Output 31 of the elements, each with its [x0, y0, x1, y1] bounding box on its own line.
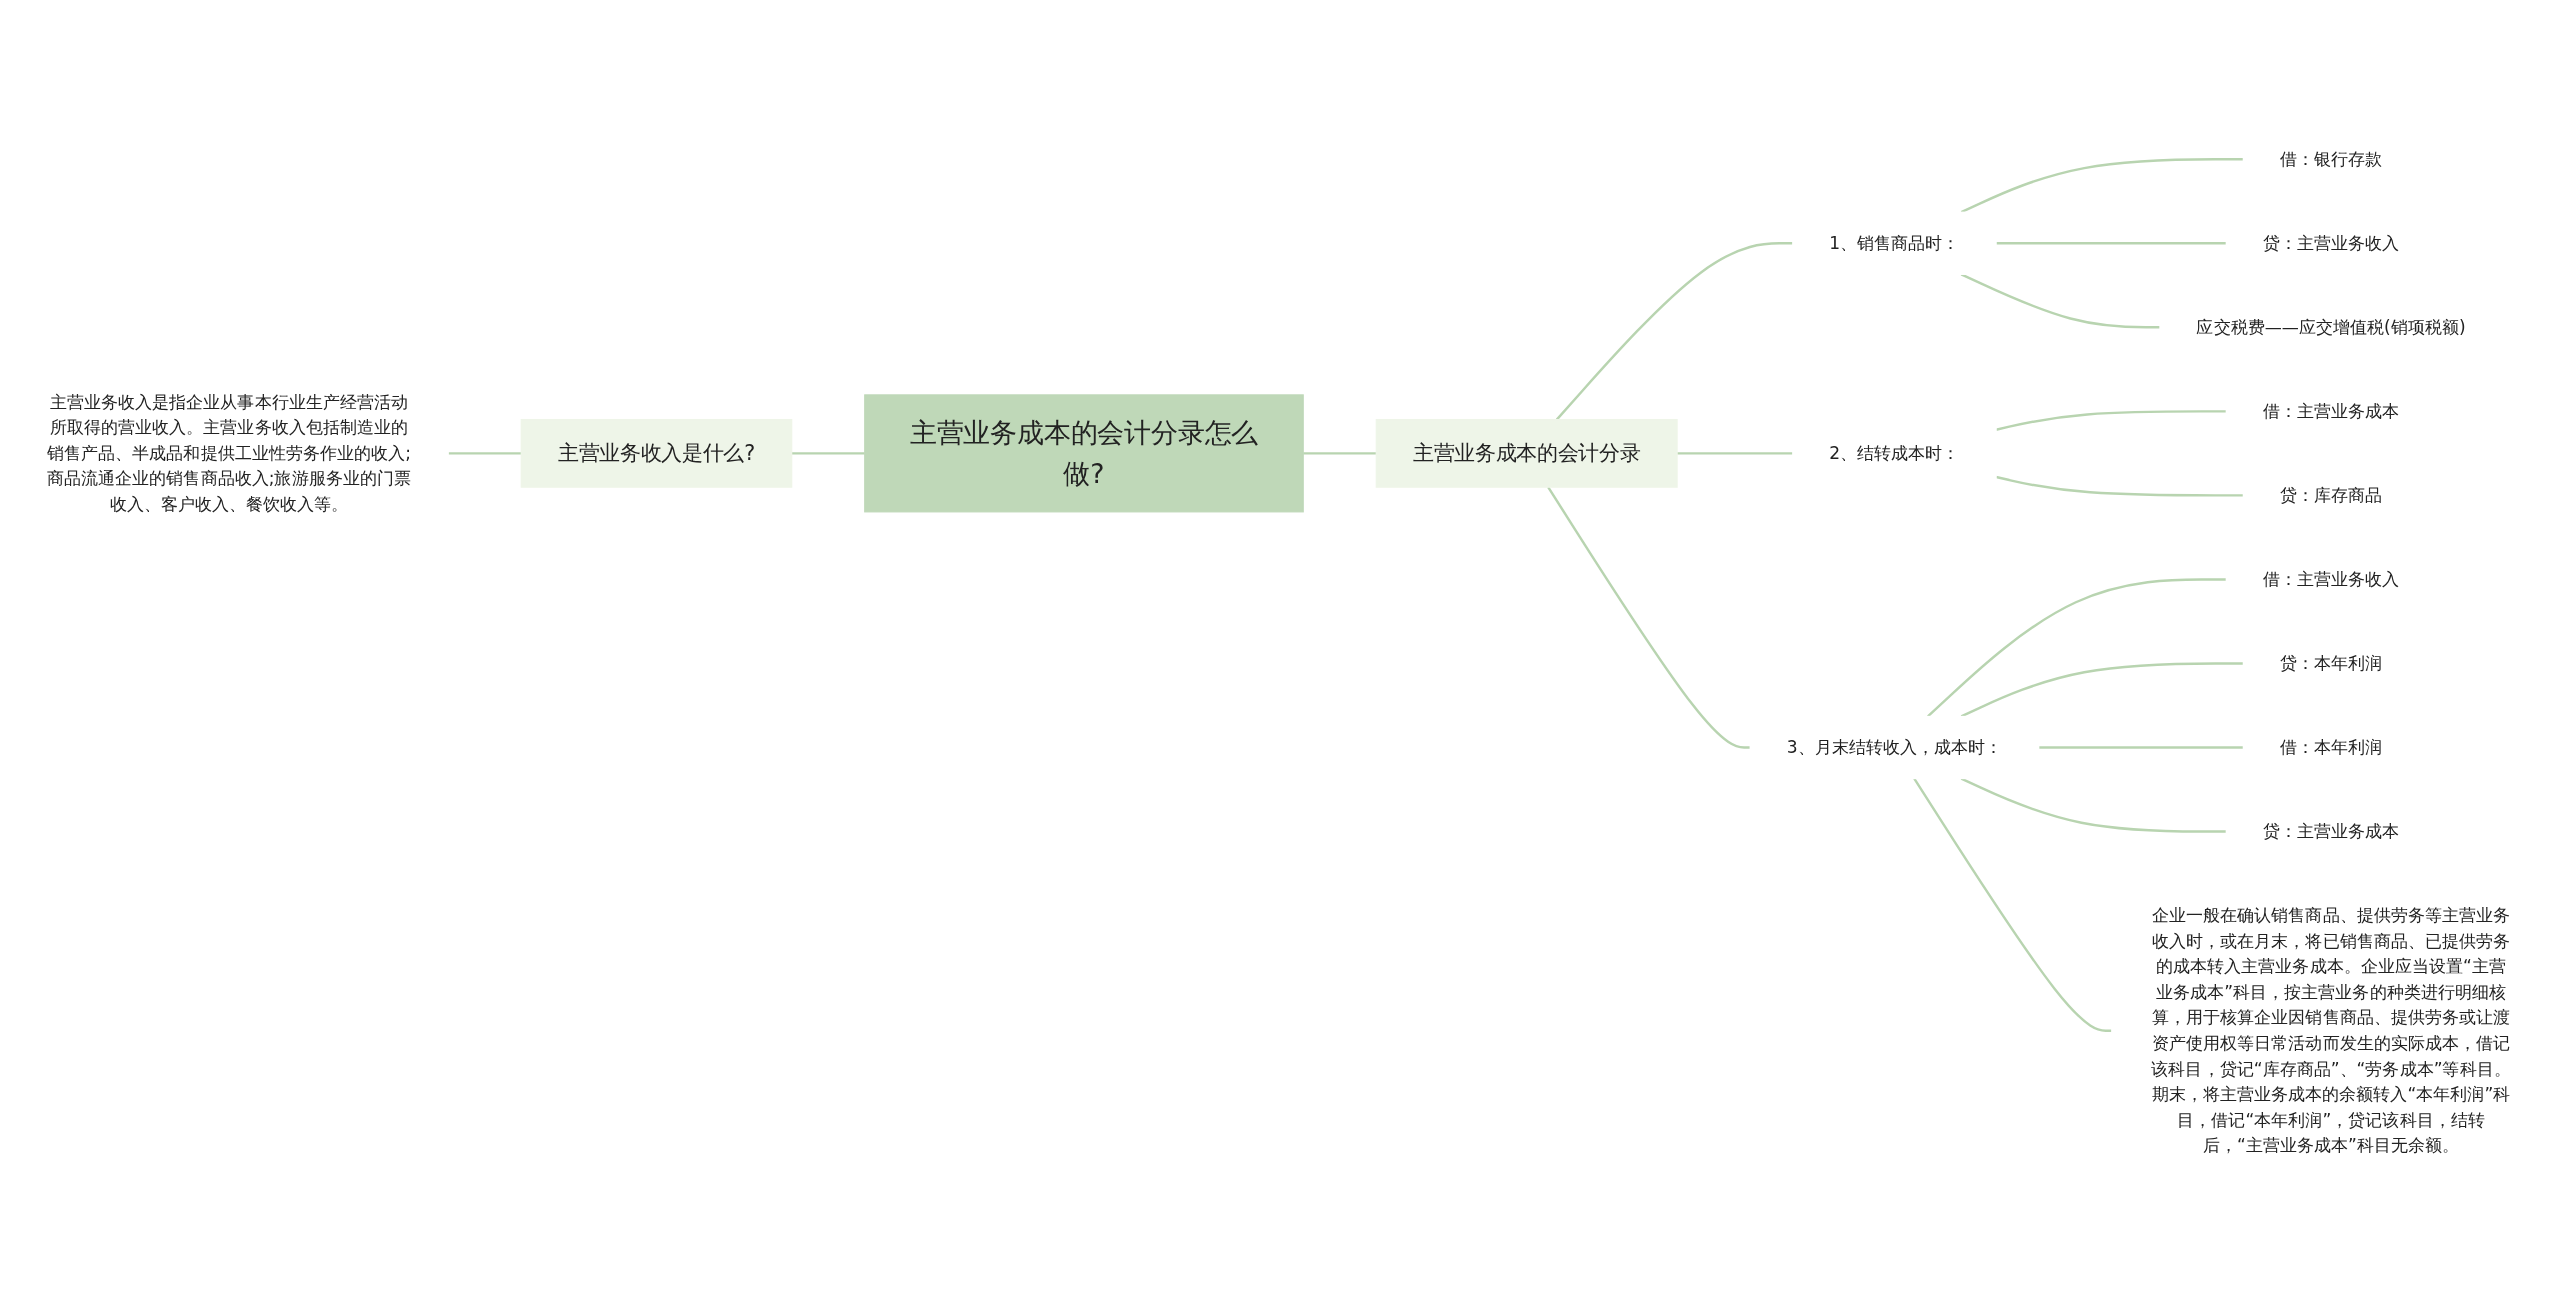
connector	[1547, 486, 1751, 749]
connector	[1960, 662, 2244, 718]
node-text: 贷：库存商品	[2279, 485, 2383, 505]
node-text: 2、结转成本时：	[1829, 443, 1960, 463]
node-text: 贷：主营业务成本	[2262, 821, 2400, 841]
connector	[1996, 242, 2227, 245]
connector	[1677, 452, 1793, 455]
node-text: 企业一般在确认销售商品、提供劳务等主营业务收入时，或在月末，将已销售商品、已提供劳务的成本转入主营业务成本。企业应当设置“主营业务成本”科目，按主营业务的种类进行明细核算，用于核算企业因销售商品、提供劳务或让渡资产使用权等日常活动而发生的实际成本，借记该科目，贷记“库存商品”、“劳务成本”等科目。期末，将主营业务成本的余额转入“本年利润”科目，借记“本年利润”，贷记该科目，结转后，“主营业务成本”科目无余额。	[2151, 905, 2511, 1155]
node-text: 借：银行存款	[2279, 148, 2383, 169]
connector	[1303, 452, 1377, 455]
connector	[1913, 777, 2112, 1032]
node-text: 贷：本年利润	[2279, 653, 2383, 673]
node-box: 主营业务成本的会计分录怎么做?	[864, 394, 1304, 513]
node-box: 主营业务成本的会计分录	[1375, 418, 1678, 488]
node-text: 1、销售商品时：	[1829, 232, 1960, 253]
node-text: 借：主营业务成本	[2262, 401, 2400, 421]
node-text: 借：本年利润	[2279, 737, 2383, 757]
connector	[1555, 242, 1793, 421]
connector	[448, 452, 522, 455]
node-text: 3、月末结转收入，成本时：	[1786, 737, 2003, 757]
node-box: 主营业务收入是什么?	[520, 418, 793, 488]
connector	[1960, 158, 2244, 214]
connector	[1960, 273, 2160, 329]
node-text: 主营业务收入是指企业从事本行业生产经营活动所取得的营业收入。主营业务收入包括制造业的销售产品、半成品和提供工业性劳务作业的收入;商品流通企业的销售商品收入;旅游服务业的门票收入、客户收入、餐饮收入等。	[47, 391, 411, 514]
connector	[1927, 578, 2227, 718]
node-text: 借：主营业务收入	[2262, 569, 2400, 589]
connector	[2038, 746, 2244, 749]
connector	[1960, 777, 2227, 833]
node-text: 贷：主营业务收入	[2262, 232, 2400, 253]
connector	[791, 452, 865, 455]
node-text: 应交税费——应交增值税(销项税额)	[2196, 316, 2466, 337]
